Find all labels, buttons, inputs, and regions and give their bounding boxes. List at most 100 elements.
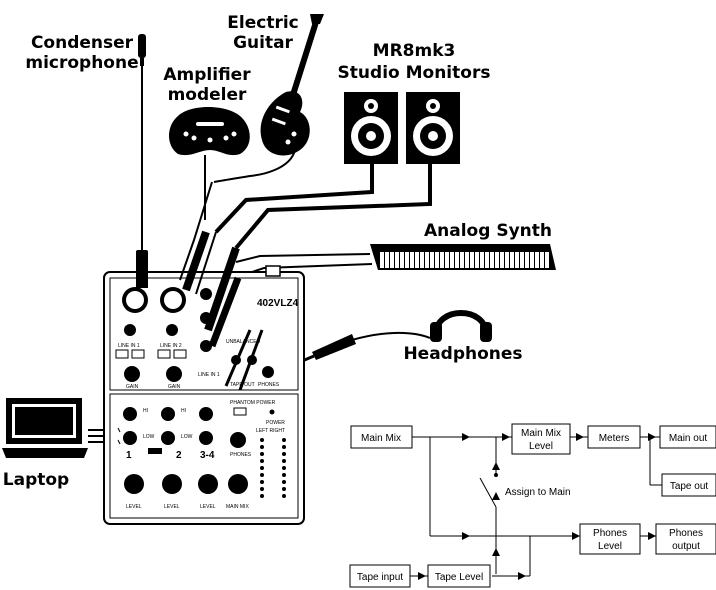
level-knob-1[interactable] [124,474,144,494]
analog-synth: Analog Synth [235,221,556,277]
meter-led [260,494,264,498]
keyboard-key [510,252,514,268]
eq-low-knob-1[interactable] [123,431,137,445]
keyboard-key [410,252,414,268]
keyboard-key [445,252,449,268]
phones-knob[interactable] [230,432,246,448]
keyboard-key [385,252,389,268]
keyboard-key [465,252,469,268]
eq-hi-label-1: HI [143,408,148,414]
speaker-left-icon [344,92,398,164]
keyboard-key [520,252,524,268]
level-label-1: LEVEL [126,504,142,510]
eq-hi-knob-1[interactable] [123,407,137,421]
eq-hi-knob-2[interactable] [161,407,175,421]
meter-led [260,445,264,449]
phantom-power-switch[interactable] [233,407,247,416]
power-led [269,409,275,415]
speaker-right-icon [406,92,460,164]
keyboard-key [495,252,499,268]
main-mix-knob[interactable] [228,474,248,494]
gain-knob-2[interactable] [166,366,182,382]
flow-tape-out-text: Tape out [670,481,709,492]
headphones-icon [430,310,492,342]
amp-modeler-icon [169,107,250,156]
amp-modeler-label-2: modeler [168,85,247,105]
flow-box-tape-level: Tape Level [427,564,491,588]
meter-led [282,438,286,442]
meter-led [260,480,264,484]
flow-tape-level-text: Tape Level [435,572,483,583]
eq-low-label-2: LOW [181,434,193,440]
meter-led [282,445,286,449]
left-right-label: LEFT RIGHT [256,428,285,434]
headphones: Headphones [275,310,523,374]
flow-meters-text: Meters [599,433,630,444]
eq-low-knob-2[interactable] [161,431,175,445]
keyboard-key [505,252,509,268]
guitar-label-1: Electric [227,13,298,33]
monitors-label-1: MR8mk3 [373,41,456,61]
keyboard-key [420,252,424,268]
level-label-2: LEVEL [164,504,180,510]
flow-box-main-mix: Main Mix [350,425,413,449]
mixer-402vlz4: 402VLZ4 LINE IN 1 LINE IN 2 LINE IN 1 UN… [103,258,305,525]
flow-box-main-out: Main out [659,425,716,449]
main-mix-label: MAIN MIX [226,504,249,510]
condenser-mic-label-1: Condenser [31,33,134,53]
headphones-label: Headphones [403,344,522,364]
meter-led [282,466,286,470]
phantom-power-label: PHANTOM POWER [230,400,276,406]
keyboard-icon [370,244,556,270]
keyboard-key [455,252,459,268]
keyboard-key [475,252,479,268]
keyboard-key [485,252,489,268]
eq-low-knob-34[interactable] [199,431,213,445]
guitar-icon [260,14,324,156]
meter-led [260,466,264,470]
amp-modeler-label-1: Amplifier [163,65,251,85]
assign-to-main-label: Assign to Main [505,487,571,498]
condenser-mic-label-2: microphone [25,53,138,73]
monitors-label-2: Studio Monitors [338,63,491,83]
signal-flow-diagram: Main Mix Main Mix Level Meters Main out … [349,423,716,588]
eq-hi-knob-34[interactable] [199,407,213,421]
gain-knob-1[interactable] [124,366,140,382]
keyboard-key [430,252,434,268]
meter-led [282,452,286,456]
keyboard-key [450,252,454,268]
flow-box-tape-input: Tape input [349,564,411,588]
line-in-34-label: LINE IN 1 [198,372,220,378]
flow-box-tape-out: Tape out [661,473,716,497]
laptop-icon [2,398,88,458]
cables [117,181,264,445]
keyboard-key [490,252,494,268]
gain-label-1: GAIN [126,384,139,390]
channel-34-label: 3-4 [200,450,215,461]
meter-led [282,473,286,477]
mixer-model: 402VLZ4 [257,298,299,309]
line-in-2-label: LINE IN 2 [160,343,182,349]
electric-guitar: Electric Guitar [213,13,324,183]
level-knob-34[interactable] [198,474,218,494]
keyboard-key [395,252,399,268]
flow-box-phones-level: Phones Level [579,523,641,555]
synth-label: Analog Synth [424,221,552,241]
keyboard-key [540,252,544,268]
flow-main-mix-level-text-2: Level [529,441,553,452]
keyboard-key [545,252,549,268]
channel-2-label: 2 [176,450,182,461]
keyboard-key [435,252,439,268]
meter-led [260,473,264,477]
meter-led [260,459,264,463]
level-label-34: LEVEL [200,504,216,510]
level-knob-2[interactable] [162,474,182,494]
keyboard-key [390,252,394,268]
flow-box-phones-output: Phones output [655,523,716,555]
gain-label-2: GAIN [168,384,181,390]
flow-main-mix-text: Main Mix [361,433,401,444]
power-label: POWER [266,420,285,426]
keyboard-key [480,252,484,268]
guitar-label-2: Guitar [233,33,293,53]
